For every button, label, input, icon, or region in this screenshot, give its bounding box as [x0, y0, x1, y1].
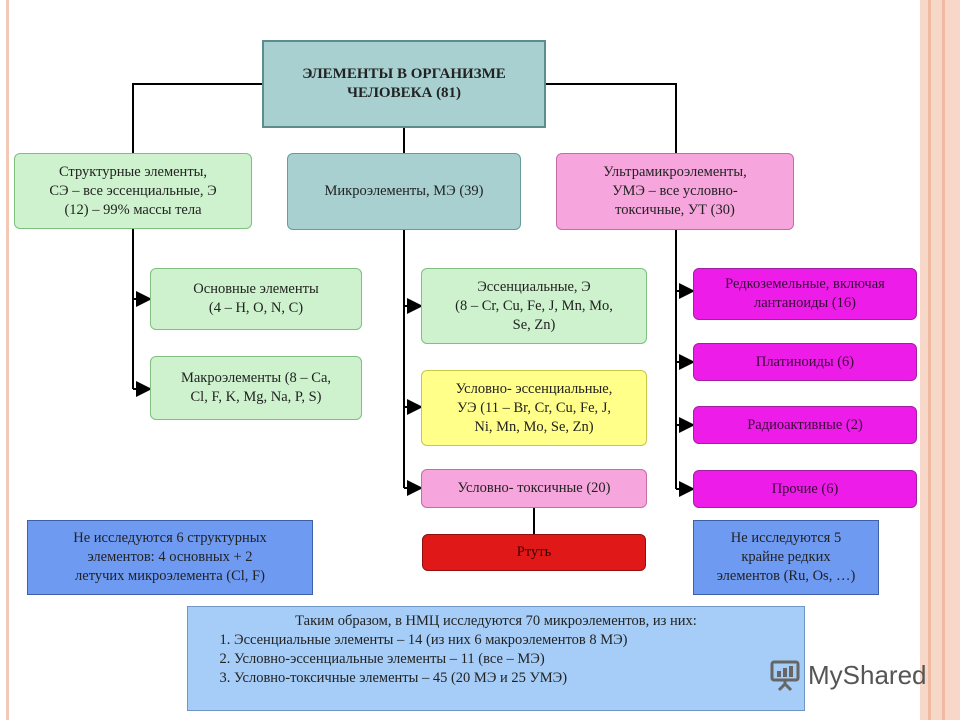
summary-intro: Таким образом, в НМЦ исследуются 70 микр…: [295, 613, 697, 629]
note-right: Не исследуются 5 крайне редких элементов…: [693, 520, 879, 595]
watermark: MyShared: [768, 658, 927, 692]
summary-item: Условно-эссенциальные элементы – 11 (все…: [234, 650, 794, 669]
basic-elements-node: Основные элементы (4 – H, O, N, C): [150, 268, 362, 330]
microelements-node: Микроэлементы, МЭ (39): [287, 153, 521, 230]
ultramicroelements-node: Ультрамикроэлементы, УМЭ – все условно- …: [556, 153, 794, 230]
others-node: Прочие (6): [693, 470, 917, 508]
summary-box: Таким образом, в НМЦ исследуются 70 микр…: [187, 606, 805, 711]
left-decorative-rule: [6, 0, 9, 720]
summary-item: Эссенциальные элементы – 14 (из них 6 ма…: [234, 631, 794, 650]
radioactive-node: Радиоактивные (2): [693, 406, 917, 444]
mercury-node: Ртуть: [422, 534, 646, 571]
root-node: ЭЛЕМЕНТЫ В ОРГАНИЗМЕ ЧЕЛОВЕКА (81): [262, 40, 546, 128]
summary-list: Эссенциальные элементы – 14 (из них 6 ма…: [198, 631, 794, 688]
macroelements-node: Макроэлементы (8 – Ca, Cl, F, K, Mg, Na,…: [150, 356, 362, 420]
right-decorative-border: [920, 0, 960, 720]
conditionally-toxic-node: Условно- токсичные (20): [421, 469, 647, 508]
structural-elements-node: Структурные элементы, СЭ – все эссенциал…: [14, 153, 252, 229]
watermark-text: MyShared: [808, 659, 927, 690]
note-left: Не исследуются 6 структурных элементов: …: [27, 520, 313, 595]
platinoids-node: Платиноиды (6): [693, 343, 917, 381]
rare-earth-node: Редкоземельные, включая лантаноиды (16): [693, 268, 917, 320]
summary-item: Условно-токсичные элементы – 45 (20 МЭ и…: [234, 669, 794, 688]
conditionally-essential-node: Условно- эссенциальные, УЭ (11 – Br, Cr,…: [421, 370, 647, 446]
presentation-icon: [770, 660, 800, 692]
essential-node: Эссенциальные, Э (8 – Cr, Cu, Fe, J, Mn,…: [421, 268, 647, 344]
